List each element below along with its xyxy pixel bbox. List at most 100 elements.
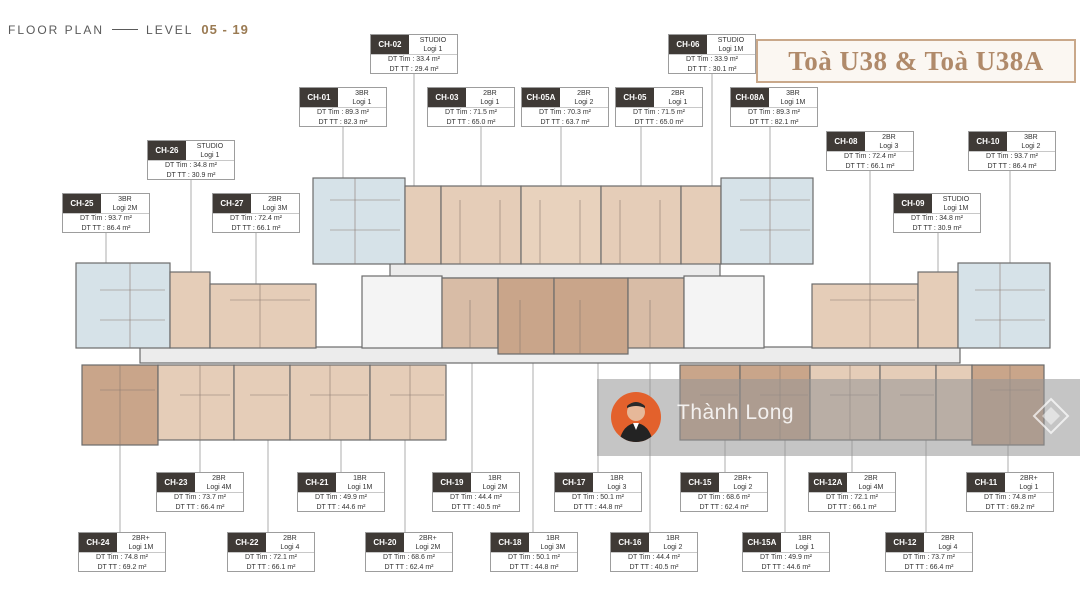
unit-logi: Logi 1M (780, 98, 806, 106)
area-tim-label: DT Tim : (983, 494, 1011, 502)
area-tt-label: DT TT : (987, 162, 1011, 170)
area-tim-label: DT Tim : (444, 109, 472, 117)
unit-type: 2BR (268, 195, 282, 203)
unit-logi: Logi 1 (423, 45, 443, 53)
unit-ch-03 (440, 185, 522, 265)
unit-type: 2BR (283, 534, 297, 542)
area-tim-label: DT Tim : (538, 109, 566, 117)
area-tim-label: DT Tim : (314, 494, 342, 502)
area-tim-row: DT Tim : 89.3 m² (300, 108, 386, 118)
area-tim-label: DT Tim : (747, 109, 775, 117)
unit-code: CH-03 (428, 88, 466, 107)
diamond-logo-icon (1032, 397, 1070, 435)
unit-type: 2BR (864, 474, 878, 482)
unit-ch-20 (369, 364, 447, 441)
area-tt-row: DT TT : 62.4 m² (366, 563, 452, 573)
area-tt-label: DT TT : (761, 563, 785, 571)
area-tt-value: 44.8 m² (598, 503, 623, 511)
unit-type: 2BR+ (132, 534, 150, 542)
area-tt-value: 30.1 m² (712, 65, 737, 73)
unit-type: 1BR (798, 534, 812, 542)
unit-ch-10 (957, 262, 1051, 349)
area-tt-label: DT TT : (166, 171, 190, 179)
area-tim-value: 44.4 m² (656, 554, 680, 562)
area-tt-value: 69.2 m² (1010, 503, 1035, 511)
area-tim-value: 71.5 m² (473, 109, 497, 117)
unit-type: 2BR+ (734, 474, 752, 482)
level-header: FLOOR PLAN LEVEL 05 - 19 (8, 22, 249, 37)
area-tt-row: DT TT : 82.1 m² (731, 118, 817, 128)
unit-logi: Logi 4 (280, 543, 300, 551)
area-tim-label: DT Tim : (164, 162, 192, 170)
area-tim-row: DT Tim : 68.6 m² (681, 493, 767, 503)
area-tt-value: 66.4 m² (200, 503, 225, 511)
unit-type: 2BR (941, 534, 955, 542)
area-tt-row: DT TT : 66.4 m² (157, 503, 243, 513)
tower-title: Toà U38 & Toà U38A (756, 39, 1076, 83)
area-tim-label: DT Tim : (632, 109, 660, 117)
area-tim-value: 33.9 m² (714, 56, 738, 64)
unit-code: CH-19 (433, 473, 471, 492)
area-tt-row: DT TT : 69.2 m² (79, 563, 165, 573)
unit-center-c (627, 277, 685, 349)
unit-logi: Logi 3 (607, 483, 627, 491)
unit-type: 3BR (118, 195, 132, 203)
unit-type: 1BR (353, 474, 367, 482)
unit-logi: Logi 1M (718, 45, 744, 53)
area-tim-value: 74.8 m² (124, 554, 148, 562)
unit-logi: Logi 2 (1021, 142, 1041, 150)
area-tt-value: 66.1 m² (256, 224, 281, 232)
area-tt-value: 66.4 m² (929, 563, 954, 571)
unit-logi: Logi 3 (879, 142, 899, 150)
area-tim-label: DT Tim : (902, 554, 930, 562)
area-tim-row: DT Tim : 74.8 m² (967, 493, 1053, 503)
unit-code: CH-16 (611, 533, 649, 552)
area-tt-value: 29.4 m² (414, 65, 439, 73)
area-tt-label: DT TT : (318, 118, 342, 126)
header-rule (112, 29, 139, 30)
unit-ch-06 (680, 185, 722, 265)
area-tim-row: DT Tim : 44.4 m² (433, 493, 519, 503)
area-tt-row: DT TT : 40.5 m² (611, 563, 697, 573)
unit-logi: Logi 4 (938, 543, 958, 551)
area-tt-value: 86.4 m² (1012, 162, 1037, 170)
agent-avatar (611, 392, 661, 442)
area-tim-row: DT Tim : 34.8 m² (148, 161, 234, 171)
unit-type: 3BR (355, 89, 369, 97)
area-tim-value: 71.5 m² (661, 109, 685, 117)
unit-ch-23 (157, 364, 235, 441)
agent-watermark: Thành Long (597, 379, 1080, 456)
area-tim-row: DT Tim : 33.9 m² (669, 55, 755, 65)
unit-code: CH-15A (743, 533, 781, 552)
area-tt-row: DT TT : 82.3 m² (300, 118, 386, 128)
area-tim-label: DT Tim : (173, 494, 201, 502)
unit-code: CH-08 (827, 132, 865, 151)
area-tt-label: DT TT : (540, 118, 564, 126)
unit-logi: Logi 2 (733, 483, 753, 491)
unit-ch-22 (233, 364, 291, 441)
area-tim-row: DT Tim : 70.3 m² (522, 108, 608, 118)
unit-kind: 2BR+Logi 1M (117, 533, 165, 552)
unit-code: CH-26 (148, 141, 186, 160)
area-tt-label: DT TT : (81, 224, 105, 232)
area-tim-value: 34.8 m² (939, 215, 963, 223)
